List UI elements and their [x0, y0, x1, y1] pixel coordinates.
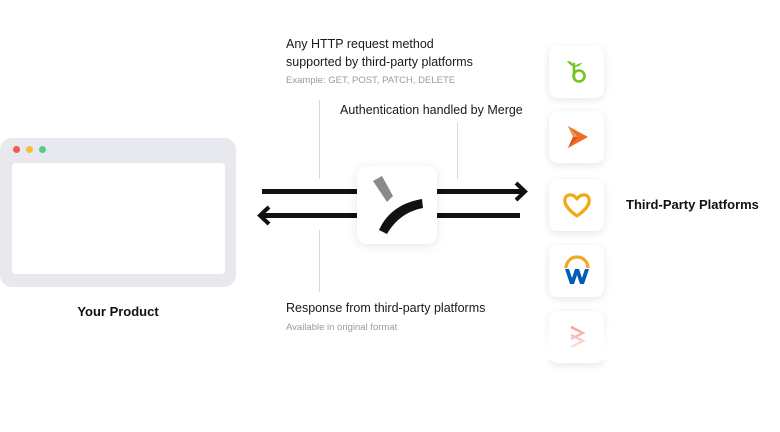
request-arrow	[262, 181, 528, 202]
workday-icon	[563, 255, 590, 284]
yellow-dot-icon	[26, 146, 33, 153]
response-sub: Available in original format	[286, 322, 398, 333]
arrows	[257, 181, 528, 226]
bullhorn-icon	[567, 126, 588, 148]
auth-label: Authentication handled by Merge	[340, 103, 523, 117]
request-connector-line	[319, 100, 320, 179]
platforms-fade-bottom	[540, 312, 620, 360]
merge-logo-icon	[373, 176, 423, 234]
product-window	[0, 138, 236, 287]
response-label: Response from third-party platforms	[286, 301, 486, 315]
request-line1: Any HTTP request method	[286, 37, 434, 51]
red-dot-icon	[13, 146, 20, 153]
request-line2: supported by third-party platforms	[286, 55, 473, 69]
green-dot-icon	[39, 146, 46, 153]
platforms-label: Third-Party Platforms	[626, 197, 759, 212]
bamboohr-icon	[566, 61, 586, 83]
platform-card-bullhorn	[549, 111, 604, 163]
request-example: Example: GET, POST, PATCH, DELETE	[286, 75, 456, 86]
platform-card-workday	[549, 245, 604, 297]
platforms-fade-top	[540, 0, 620, 50]
platform-card-bamboohr	[549, 46, 604, 98]
auth-connector-line	[457, 122, 458, 179]
heart-icon	[562, 193, 591, 218]
product-label: Your Product	[77, 304, 159, 319]
response-connector-line	[319, 230, 320, 292]
platform-card-heart	[549, 179, 604, 231]
product-screen	[12, 163, 225, 274]
response-arrow	[257, 205, 520, 226]
merge-card	[357, 166, 437, 244]
